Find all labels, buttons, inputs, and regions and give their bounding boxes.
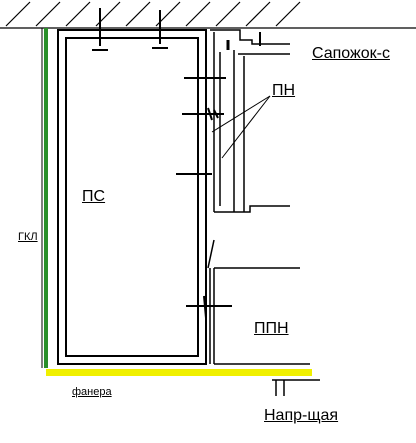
- ps-profile: [57, 29, 207, 365]
- label-sapozhok: Сапожок-с: [312, 45, 390, 62]
- ppn-profile: [186, 239, 310, 365]
- label-pn: ПН: [272, 82, 296, 99]
- bottom-guide: [272, 379, 320, 396]
- label-fanera: фанера: [72, 386, 112, 398]
- pn-fasteners: [176, 77, 226, 175]
- sapozhok-bracket: [210, 29, 290, 213]
- label-gkl: ГКЛ: [18, 231, 38, 243]
- label-naprshaya: Напр-щая: [264, 407, 339, 424]
- label-ps: ПС: [82, 188, 106, 205]
- ceiling: [0, 1, 416, 29]
- drywall-sheet: [41, 28, 48, 368]
- plywood-strip: [46, 369, 312, 376]
- ceiling-anchors: [92, 8, 168, 51]
- pn-leader-lines: [211, 95, 271, 159]
- label-ppn: ППН: [254, 320, 289, 337]
